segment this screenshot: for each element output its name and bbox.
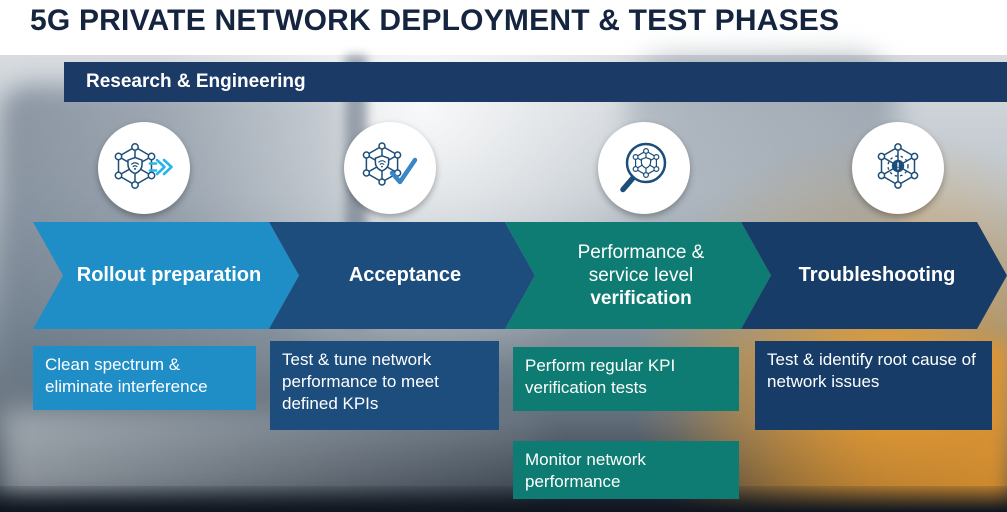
network-alert-icon: ! [877,143,919,189]
phase-chevron-troubleshooting: Troubleshooting [741,222,1007,329]
network-shield-speed-arrows-icon [114,143,173,189]
network-shield-checkmark-icon [362,142,418,186]
phase-note-text: Perform regular KPI verification tests [525,356,676,397]
phase-note-acceptance: Test & tune network performance to meet … [270,341,499,430]
banner-label: Research & Engineering [86,71,306,92]
phase-chevron-acceptance: Acceptance [269,222,535,329]
network-magnifier-icon [620,142,667,193]
phase-note-text: Test & tune network performance to meet … [282,350,439,413]
phase-icon-circle-rollout [98,122,190,214]
research-engineering-banner: Research & Engineering [64,62,1007,102]
photo-blur-shape [0,486,1007,512]
phase-chevron-verification: Performance & service level verification [505,222,771,329]
phase-icon-circle-troubleshooting: ! [852,122,944,214]
phase-title-emphasis: verification [590,288,692,310]
phase-note-verification-2: Monitor network performance [513,441,739,499]
phase-icon-circle-acceptance [344,122,436,214]
phase-note-text: Test & identify root cause of network is… [767,350,976,391]
phase-note-rollout: Clean spectrum & eliminate interference [33,346,256,410]
phase-icon-circle-verification [598,122,690,214]
phase-title: Rollout preparation [76,264,262,287]
phase-chevron-rollout-preparation: Rollout preparation [33,222,299,329]
phase-title: Acceptance [348,264,462,287]
phase-title: Troubleshooting [798,264,956,287]
phase-title: Performance & service level [577,241,705,286]
phase-note-text: Monitor network performance [525,450,646,491]
svg-text:!: ! [896,162,899,173]
page-title: 5G PRIVATE NETWORK DEPLOYMENT & TEST PHA… [30,4,840,37]
phase-note-text: Clean spectrum & eliminate interference [45,355,208,396]
phase-note-troubleshooting: Test & identify root cause of network is… [755,341,992,430]
phase-note-verification-1: Perform regular KPI verification tests [513,347,739,411]
